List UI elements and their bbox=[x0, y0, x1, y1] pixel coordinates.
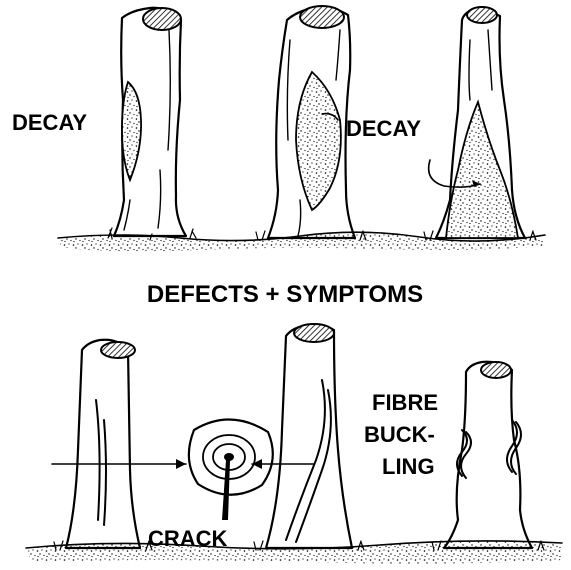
arrow-to-section-right bbox=[252, 459, 314, 469]
spiral-crack-line bbox=[286, 380, 331, 542]
cut-stump-top-icon bbox=[143, 8, 181, 30]
diagram-caption: DEFECTS + SYMPTOMS bbox=[147, 281, 423, 308]
cut-stump-top-icon bbox=[467, 7, 497, 23]
decay-label-middle: DECAY bbox=[346, 116, 421, 141]
crack-label: CRACK bbox=[148, 526, 228, 551]
fibre-label-line-1: FIBRE bbox=[372, 390, 438, 415]
tree-bottom-right bbox=[432, 362, 544, 550]
cut-stump-top-icon bbox=[101, 342, 135, 358]
cut-stump-top-icon bbox=[300, 6, 344, 28]
tree-top-right bbox=[424, 7, 536, 240]
crack-line bbox=[96, 400, 106, 525]
arrow-to-section-left bbox=[52, 459, 186, 469]
cut-stump-top-icon bbox=[294, 324, 334, 342]
decay-pocket bbox=[296, 72, 341, 210]
decay-pocket bbox=[122, 82, 141, 180]
cut-stump-top-icon bbox=[481, 362, 511, 378]
trunk-cross-section bbox=[189, 419, 273, 520]
fibre-label-line-3: LING bbox=[382, 454, 435, 479]
tree-bottom-left bbox=[54, 340, 152, 550]
fibre-label-line-2: BUCK- bbox=[364, 422, 435, 447]
ground-bottom bbox=[26, 541, 562, 564]
tree-top-left bbox=[108, 8, 196, 240]
decay-label-left: DECAY bbox=[12, 110, 87, 135]
